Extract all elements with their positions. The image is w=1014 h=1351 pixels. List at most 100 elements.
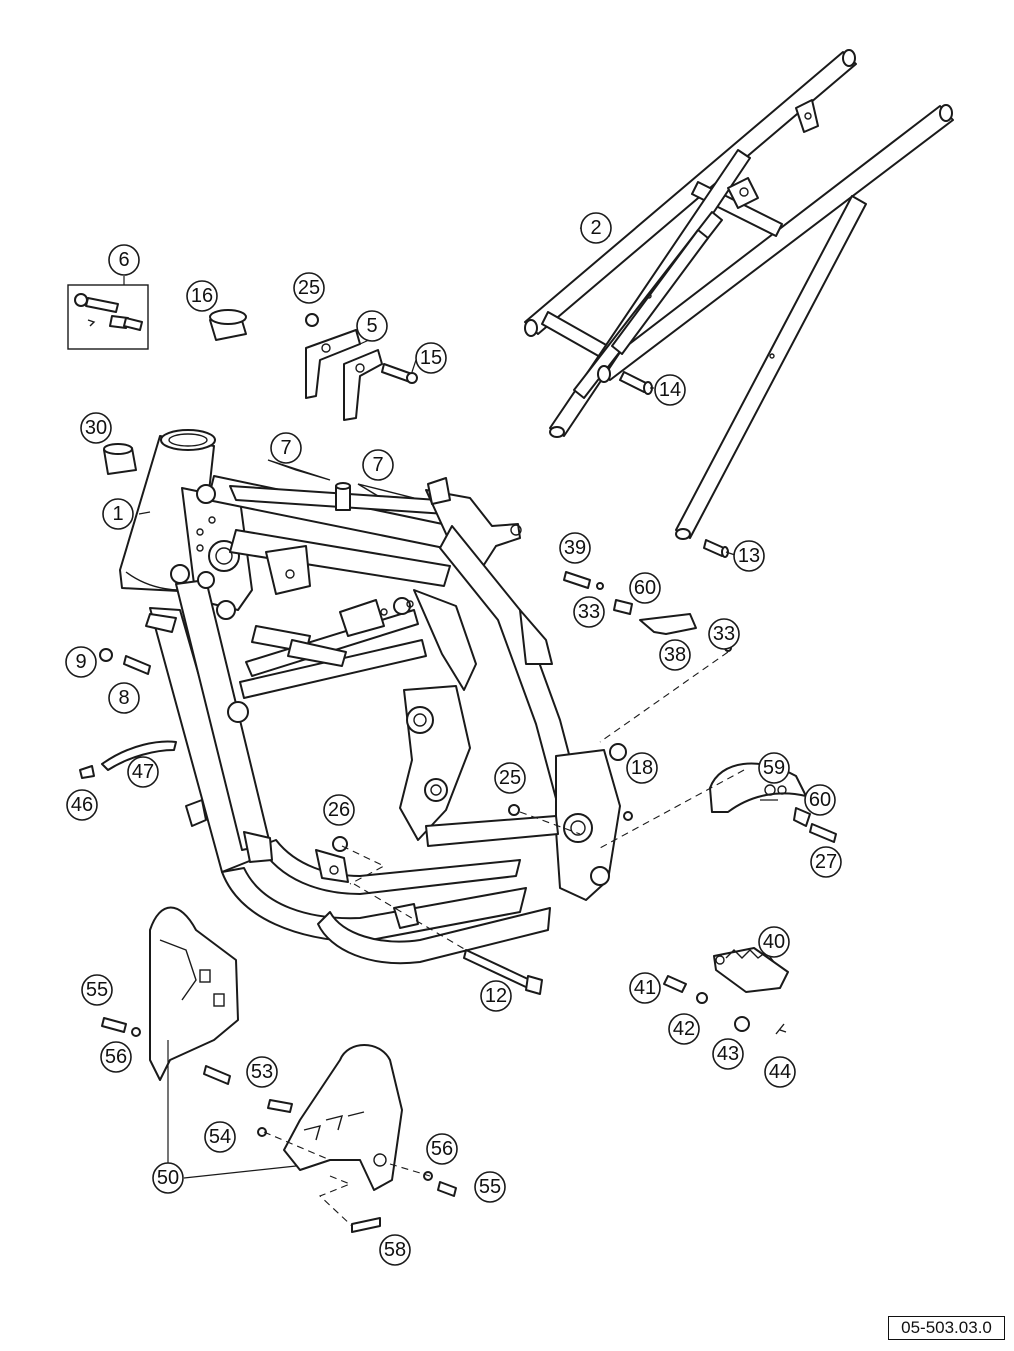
mounting-brackets	[305, 329, 383, 421]
screw-39	[563, 571, 591, 589]
washer-56a	[131, 1027, 141, 1037]
svg-text:42: 42	[673, 1018, 695, 1040]
callout-12: 12	[480, 980, 512, 1012]
callout-39: 39	[559, 532, 591, 564]
nut-26	[332, 836, 348, 852]
svg-text:13: 13	[738, 545, 760, 567]
callout-55a: 55	[81, 974, 113, 1006]
callout-9: 9	[65, 646, 97, 678]
brake-cable-holder	[639, 613, 697, 635]
callout-50: 50	[152, 1162, 184, 1194]
callout-42: 42	[668, 1013, 700, 1045]
callout-58: 58	[379, 1234, 411, 1266]
svg-text:25: 25	[298, 277, 320, 299]
callout-7b: 7	[362, 449, 394, 481]
plug	[623, 811, 633, 821]
svg-text:18: 18	[631, 757, 653, 779]
svg-text:16: 16	[191, 285, 213, 307]
callout-15: 15	[415, 342, 447, 374]
callouts: 1 2 5 6 7 7 8 9 12 13 14 15 16 18 25 25 …	[65, 212, 842, 1266]
washer-56b	[423, 1171, 433, 1181]
screw-58	[351, 1217, 381, 1233]
svg-text:27: 27	[815, 851, 837, 873]
svg-text:9: 9	[75, 651, 86, 673]
callout-18: 18	[626, 752, 658, 784]
svg-text:56: 56	[431, 1138, 453, 1160]
nut-25	[508, 804, 520, 816]
bolt-27	[809, 823, 837, 843]
callout-56b: 56	[426, 1133, 458, 1165]
callout-41: 41	[629, 972, 661, 1004]
callout-25a: 25	[293, 272, 325, 304]
sticker-right	[357, 483, 415, 499]
svg-text:15: 15	[420, 347, 442, 369]
callout-55b: 55	[474, 1171, 506, 1203]
spacer-54	[267, 1099, 293, 1113]
svg-text:60: 60	[634, 577, 656, 599]
callout-26: 26	[323, 794, 355, 826]
svg-text:1: 1	[112, 503, 123, 525]
sticker-left	[267, 459, 331, 481]
svg-text:55: 55	[479, 1176, 501, 1198]
footpeg-spring	[696, 992, 708, 1004]
spacer-53	[203, 1065, 231, 1085]
spacer-60	[613, 599, 633, 615]
callout-38: 38	[659, 639, 691, 671]
callout-16: 16	[186, 280, 218, 312]
callout-30: 30	[80, 412, 112, 444]
svg-text:53: 53	[251, 1061, 273, 1083]
callout-1: 1	[102, 498, 134, 530]
svg-text:59: 59	[763, 757, 785, 779]
svg-text:7: 7	[280, 437, 291, 459]
callout-60b: 60	[804, 784, 836, 816]
callout-6: 6	[108, 244, 140, 276]
bolt-14	[619, 371, 653, 395]
svg-text:7: 7	[372, 454, 383, 476]
vent-hose	[101, 740, 177, 771]
callout-2: 2	[580, 212, 612, 244]
callout-27: 27	[810, 846, 842, 878]
screw-55a	[101, 1017, 127, 1033]
assembly-lines	[263, 651, 745, 1227]
cap	[209, 309, 247, 341]
svg-text:40: 40	[763, 931, 785, 953]
bolt-15	[381, 363, 418, 384]
svg-text:25: 25	[499, 767, 521, 789]
svg-text:44: 44	[769, 1061, 791, 1083]
svg-text:46: 46	[71, 794, 93, 816]
washer-54	[257, 1127, 267, 1137]
main-frame	[119, 429, 627, 965]
nut-9	[99, 648, 113, 662]
subframe	[524, 49, 954, 540]
drawing-code-label: 05-503.03.0	[888, 1316, 1005, 1340]
callout-60a: 60	[629, 572, 661, 604]
callout-5: 5	[356, 310, 388, 342]
svg-text:55: 55	[86, 979, 108, 1001]
svg-text:2: 2	[590, 217, 601, 239]
callout-53: 53	[246, 1056, 278, 1088]
callout-33a: 33	[573, 596, 605, 628]
callout-47: 47	[127, 756, 159, 788]
svg-text:56: 56	[105, 1046, 127, 1068]
hose-clip	[79, 765, 95, 779]
svg-text:38: 38	[664, 644, 686, 666]
svg-text:39: 39	[564, 537, 586, 559]
steering-bearing	[103, 443, 137, 475]
footpeg-pin	[663, 975, 687, 993]
nut	[305, 313, 319, 327]
svg-text:8: 8	[118, 687, 129, 709]
callout-43: 43	[712, 1038, 744, 1070]
svg-text:6: 6	[118, 249, 129, 271]
svg-text:14: 14	[659, 379, 681, 401]
svg-text:58: 58	[384, 1239, 406, 1261]
svg-text:12: 12	[485, 985, 507, 1007]
callout-44: 44	[764, 1056, 796, 1088]
svg-text:30: 30	[85, 417, 107, 439]
svg-text:60: 60	[809, 789, 831, 811]
frame-protector-left	[149, 906, 239, 1081]
svg-text:26: 26	[328, 799, 350, 821]
callout-7a: 7	[270, 432, 302, 464]
callout-40: 40	[758, 926, 790, 958]
washer-33	[596, 582, 604, 590]
